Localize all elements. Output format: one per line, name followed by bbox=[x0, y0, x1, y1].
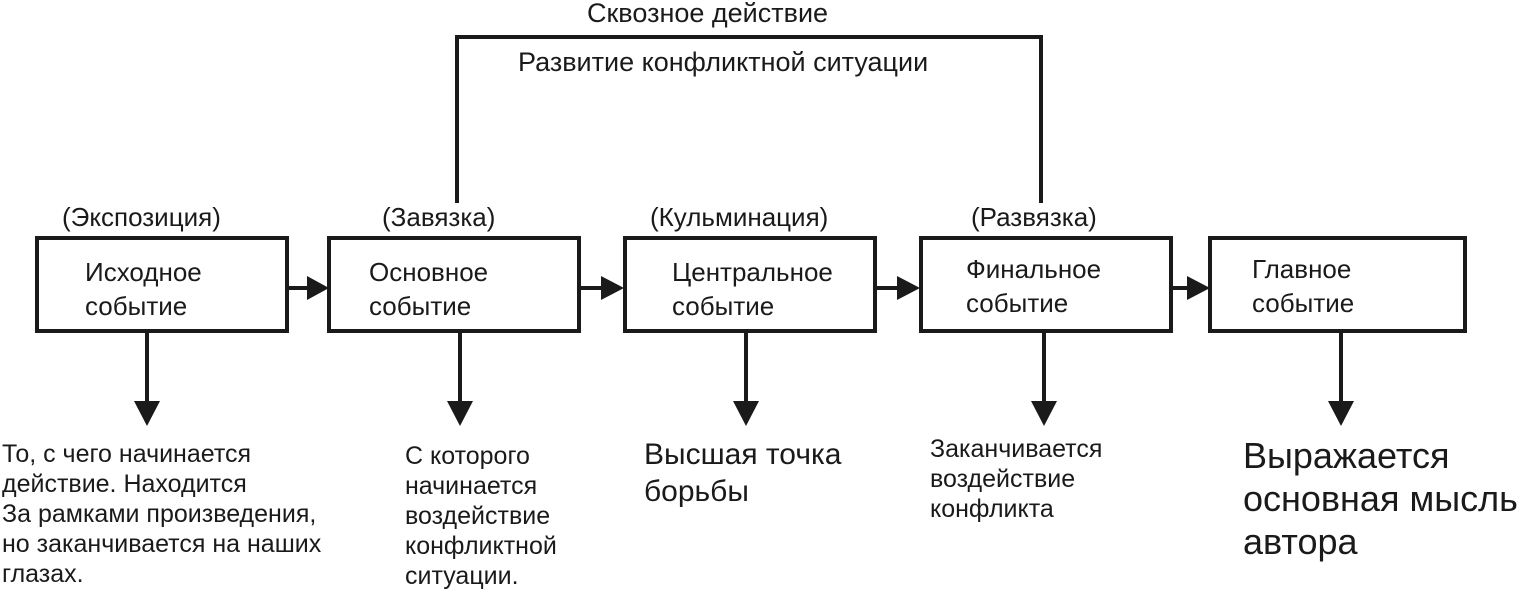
event-box-main-label: Основное событие bbox=[369, 257, 489, 321]
stage-label-resolution: (Развязка) bbox=[971, 202, 1097, 232]
event-box-central-label: Центральное событие bbox=[672, 257, 833, 321]
arrow-icon bbox=[447, 401, 473, 426]
stage-label-setup: (Завязка) bbox=[382, 202, 496, 232]
event-box-final-label: Финальное событие bbox=[966, 254, 1102, 318]
horizontal-arrows bbox=[289, 276, 1210, 300]
description-central: Высшая точка борьбы bbox=[644, 438, 842, 508]
arrow-icon bbox=[1187, 276, 1210, 300]
stage-label-climax: (Кульминация) bbox=[650, 202, 829, 232]
event-box-initial-label: Исходное событие bbox=[85, 257, 202, 321]
stage-label-exposition: (Экспозиция) bbox=[62, 202, 221, 232]
conflict-bracket bbox=[455, 35, 1043, 203]
description-main: С которого начинается воздействие конфли… bbox=[405, 442, 557, 590]
event-box-final bbox=[919, 236, 1173, 333]
description-initial: То, с чего начинается действие. Находитс… bbox=[2, 440, 322, 588]
arrow-icon bbox=[601, 276, 624, 300]
event-box-central bbox=[623, 236, 877, 333]
event-box-main bbox=[327, 236, 581, 333]
vertical-arrows bbox=[134, 332, 1354, 426]
conflict-development-label: Развитие конфликтной ситуации bbox=[518, 47, 929, 77]
event-box-principal-label: Главное событие bbox=[1252, 254, 1355, 318]
description-final: Заканчивается воздействие конфликта bbox=[930, 435, 1103, 523]
arrow-icon bbox=[134, 401, 160, 426]
arrow-icon bbox=[1328, 401, 1354, 426]
event-box-initial bbox=[35, 236, 289, 333]
description-principal: Выражается основная мысль автора bbox=[1243, 435, 1518, 562]
through-action-label: Сквозное действие bbox=[587, 0, 829, 28]
arrow-icon bbox=[1031, 401, 1057, 426]
event-box-principal bbox=[1208, 236, 1467, 333]
arrow-icon bbox=[307, 276, 329, 300]
arrow-icon bbox=[733, 401, 759, 426]
arrow-icon bbox=[897, 276, 920, 300]
